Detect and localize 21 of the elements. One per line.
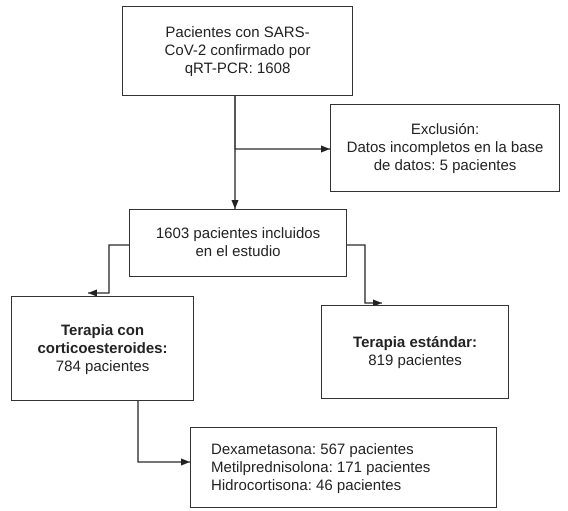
process-box (190, 427, 497, 508)
box-text: Hidrocortisona: 46 pacientes (211, 476, 402, 494)
arrow (347, 244, 382, 307)
process-box (11, 296, 194, 401)
process-box (321, 305, 509, 399)
arrow (137, 401, 190, 466)
box-heading: Terapia con corticoesteroides: (36, 322, 169, 358)
box-text: Exclusión: (410, 121, 480, 139)
box-text: 784 pacientes (56, 358, 150, 376)
box-text: Dexametasona: 567 pacientes (211, 440, 414, 458)
box-heading: Terapia estándar: (353, 334, 477, 352)
box-text: Pacientes con SARS-CoV-2 confirmado por qRT-PCR: 1608 (164, 24, 312, 78)
box-text: 1603 pacientes incluidos en el estudio (154, 225, 322, 261)
arrow (88, 244, 129, 297)
process-box (129, 209, 347, 277)
process-box (330, 104, 560, 192)
box-text: Metilprednisolona: 171 pacientes (211, 458, 430, 476)
arrow (234, 96, 330, 153)
process-box (122, 6, 353, 96)
box-text: 819 pacientes (368, 352, 462, 370)
box-text: Datos incompletos en la base de datos: 5 pacientes (346, 139, 544, 175)
